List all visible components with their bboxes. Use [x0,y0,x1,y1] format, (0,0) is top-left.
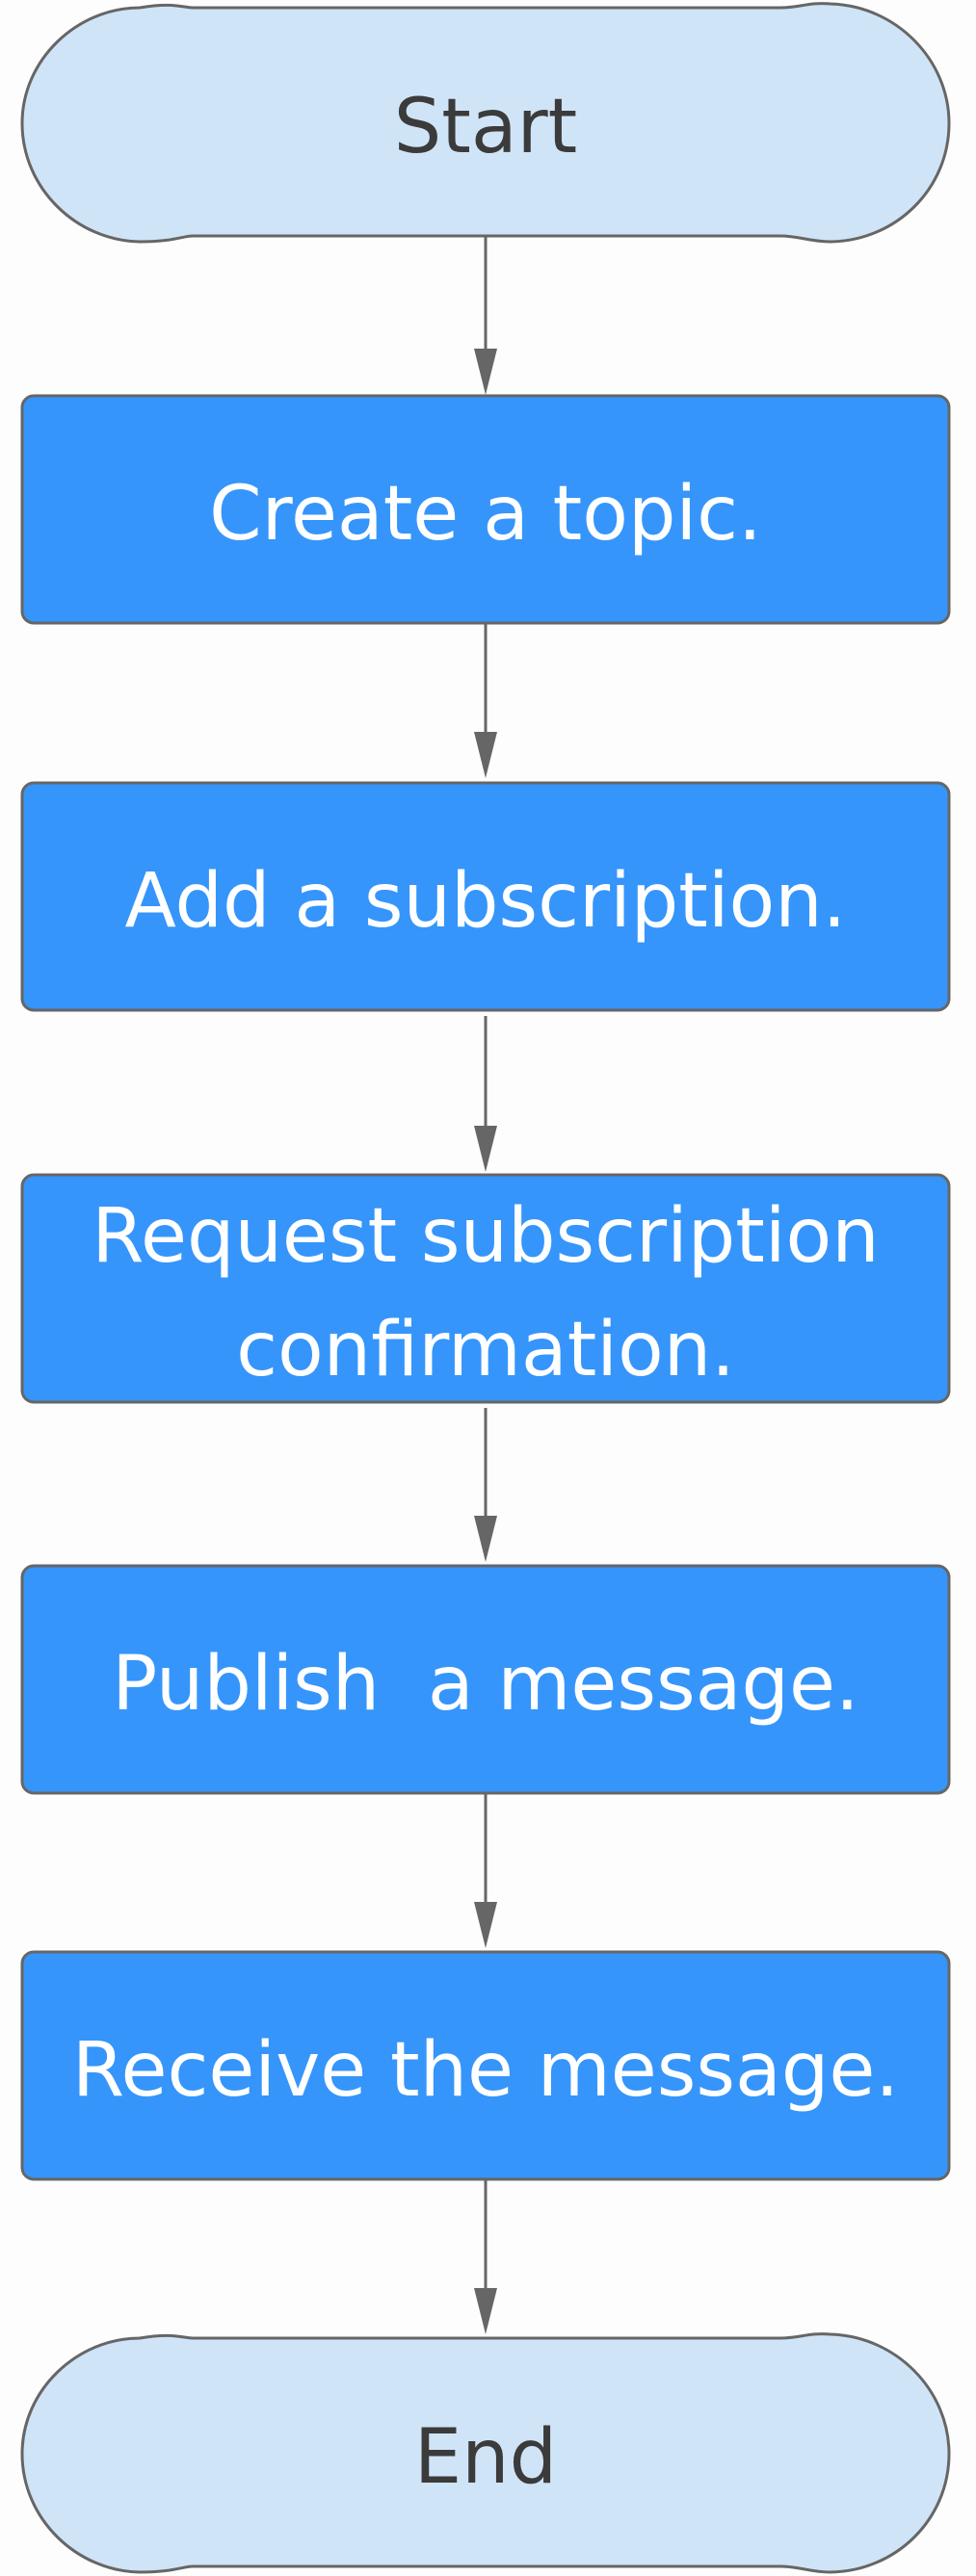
process-step-publish-message: Publish a message. [20,1564,951,1795]
process-step-create-topic: Create a topic. [20,394,951,625]
connector-5 [474,1793,497,1948]
arrowhead [474,349,497,395]
step-label: Receive the message. [72,2027,899,2114]
process-step-receive-message: Receive the message. [20,1950,951,2181]
step-label: Create a topic. [209,471,762,558]
step-label-line-2: confirmation. [236,1307,735,1393]
end-shape [20,2332,951,2574]
start-node: Start [20,2,951,244]
step-label-line-1: Request subscription [92,1193,879,1280]
step-label: Publish a message. [112,1641,859,1728]
step-label: Add a subscription. [125,858,847,945]
arrowhead [474,1902,497,1948]
arrowhead [474,732,497,778]
end-node: End [20,2332,951,2574]
connector-1 [474,236,497,395]
connector-2 [474,623,497,778]
end-label: End [414,2414,557,2501]
arrowhead [474,1126,497,1172]
connector-3 [474,1016,497,1172]
process-step-request-confirmation: Request subscription confirmation. [20,1173,951,1404]
connector-4 [474,1408,497,1562]
arrowhead [474,2288,497,2334]
connector-6 [474,2179,497,2334]
arrowhead [474,1516,497,1562]
process-step-add-subscription: Add a subscription. [20,781,951,1012]
start-label: Start [394,84,578,170]
start-shape [20,2,951,244]
